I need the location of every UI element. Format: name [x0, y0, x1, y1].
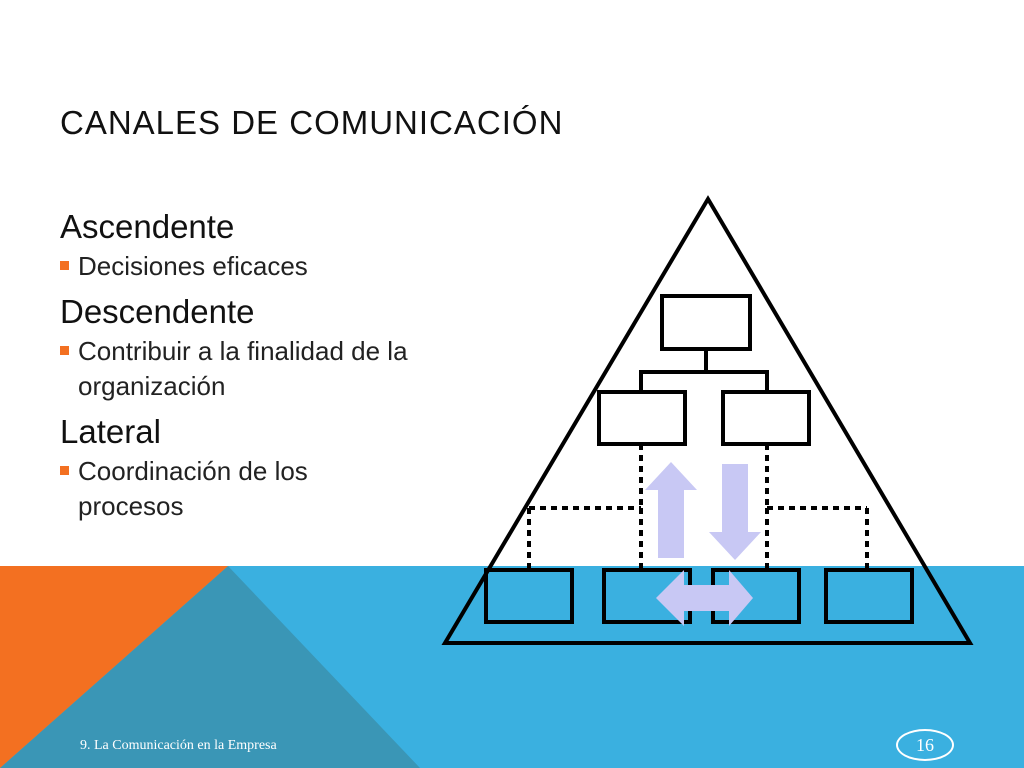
heading-ascendente: Ascendente — [60, 208, 235, 245]
org-box-mid-right — [721, 390, 811, 446]
heading-descendente: Descendente — [60, 293, 255, 330]
bullet-text: Decisiones eficaces — [78, 251, 308, 281]
page-number-badge: 16 — [896, 729, 954, 761]
bullet-item: Contribuir a la finalidad de la organiza… — [60, 334, 520, 404]
footer-text: 9. La Comunicación en la Empresa — [80, 738, 277, 753]
heading-lateral: Lateral — [60, 413, 161, 450]
teal-triangle — [0, 566, 420, 768]
org-box-mid-left — [597, 390, 687, 446]
double-horizontal-arrow-icon — [656, 570, 753, 626]
org-box-bottom-4 — [824, 568, 914, 624]
bullet-square-icon — [60, 466, 69, 475]
slide-body: Ascendente Decisiones eficaces Descenden… — [60, 205, 520, 530]
bullet-square-icon — [60, 346, 69, 355]
bullet-text: Contribuir a la finalidad de la organiza… — [78, 336, 408, 401]
orange-triangle — [0, 566, 228, 768]
slide-title: CANALES DE COMUNICACIÓN — [60, 104, 564, 141]
up-arrow-icon — [645, 462, 697, 558]
down-arrow-icon — [709, 464, 761, 560]
bullet-text: Coordinación de los procesos — [78, 456, 308, 521]
bullet-square-icon — [60, 261, 69, 270]
pyramid-outline — [441, 195, 974, 645]
bullet-item: Coordinación de los procesos — [60, 454, 398, 524]
bullet-item: Decisiones eficaces — [60, 249, 520, 284]
org-box-bottom-1 — [484, 568, 574, 624]
org-box-top — [660, 294, 752, 351]
